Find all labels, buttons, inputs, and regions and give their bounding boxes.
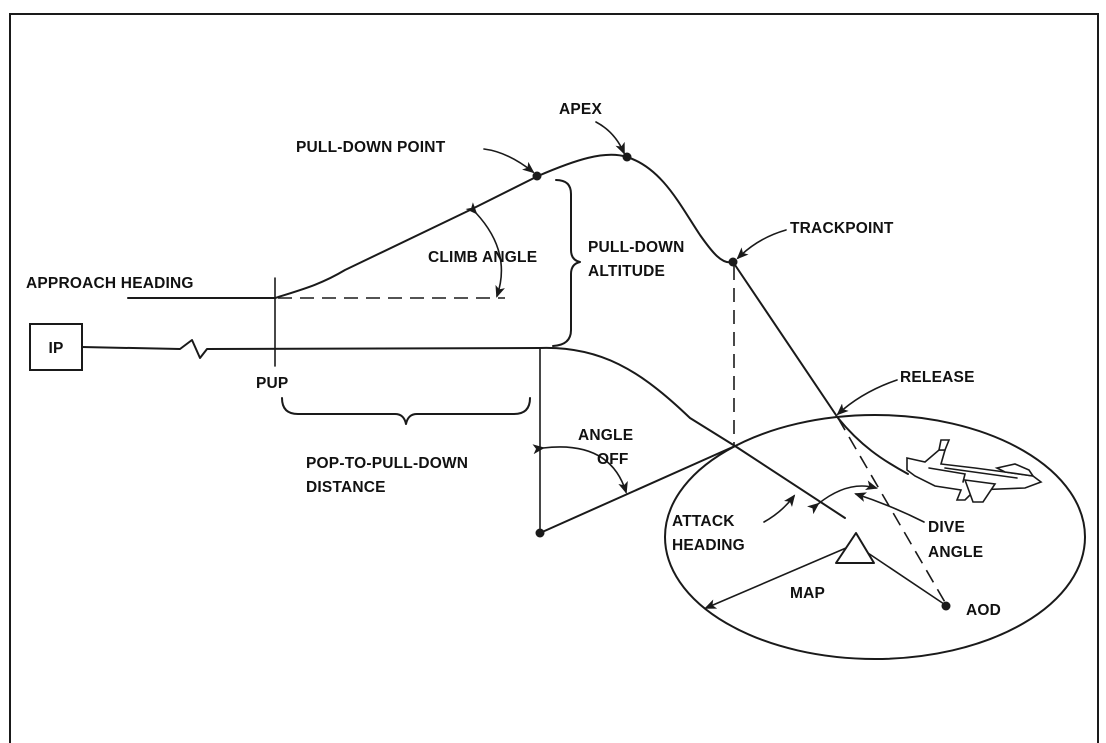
target-triangle-icon [835, 532, 875, 564]
attack-heading-leader [763, 494, 796, 523]
apex-dot [622, 152, 632, 162]
angle-off-label-2: OFF [597, 451, 629, 468]
dive-dashed-line [837, 417, 947, 605]
map-label: MAP [790, 585, 825, 602]
pop-to-pull-down-brace [281, 397, 531, 425]
flight-path-curve [274, 153, 909, 475]
target-area-ellipse [664, 414, 1086, 660]
apex-leader [595, 121, 625, 155]
release-label: RELEASE [900, 369, 975, 386]
attack-heading-label-1: ATTACK [672, 513, 735, 530]
ground-track-line [81, 339, 541, 359]
ground-track-curve [539, 346, 846, 519]
pull-down-altitude-label-1: PULL-DOWN [588, 239, 685, 256]
trackpoint-dot [728, 257, 738, 267]
attack-heading-label-2: HEADING [672, 537, 745, 554]
pull-down-point-label: PULL-DOWN POINT [296, 139, 446, 156]
apex-label: APEX [559, 101, 602, 118]
map-arrow [704, 547, 847, 609]
dive-angle-label-2: ANGLE [928, 544, 983, 561]
release-leader [836, 379, 898, 416]
pull-down-altitude-bracket [552, 179, 581, 347]
ip-label: IP [48, 340, 63, 357]
climb-angle-label: CLIMB ANGLE [428, 249, 537, 266]
pop-to-pull-down-label-2: DISTANCE [306, 479, 386, 496]
aod-label: AOD [966, 602, 1001, 619]
pup-label: PUP [256, 375, 288, 392]
approach-heading-label: APPROACH HEADING [26, 275, 194, 292]
dive-angle-label-1: DIVE [928, 519, 965, 536]
jet-aircraft-icon [906, 439, 1043, 503]
target-to-aod-line [855, 544, 945, 605]
angle-off-arc [532, 444, 628, 494]
diagram-frame [9, 13, 1099, 743]
dive-angle-leader [854, 492, 925, 523]
pop-to-pull-down-label-1: POP-TO-PULL-DOWN [306, 455, 468, 472]
trackpoint-leader [736, 229, 787, 260]
angle-off-reference-line [539, 445, 736, 534]
pull-down-point-dot [532, 171, 542, 181]
dive-angle-arc [807, 480, 878, 515]
pull-down-altitude-label-2: ALTITUDE [588, 263, 665, 280]
trackpoint-label: TRACKPOINT [790, 220, 894, 237]
angle-off-label-1: ANGLE [578, 427, 633, 444]
ip-box: IP [29, 323, 83, 371]
climb-angle-arc [465, 202, 505, 298]
pull-down-point-leader [483, 148, 535, 174]
